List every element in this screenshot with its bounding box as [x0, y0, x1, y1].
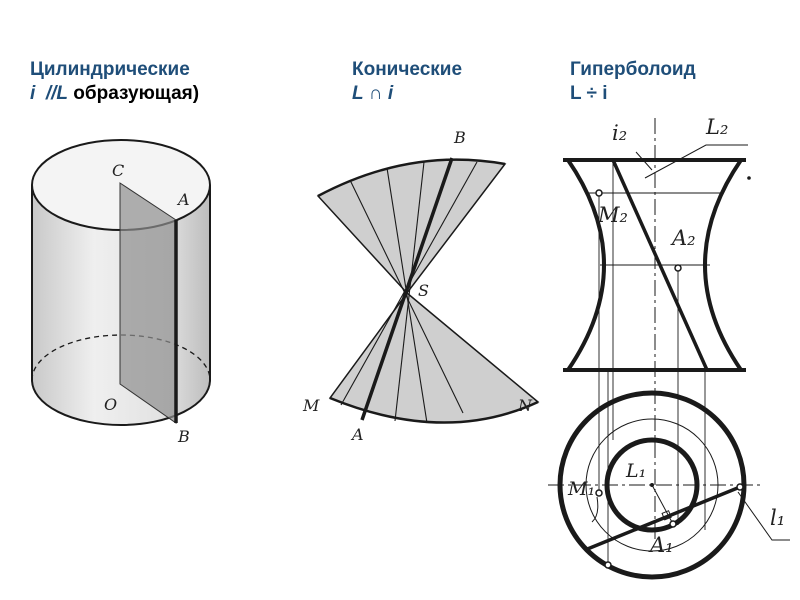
label-hyp-i2: i₂	[612, 121, 627, 145]
hyp-point-m1	[595, 489, 603, 497]
cone-rel-i: i	[387, 83, 394, 104]
hyp-leader-l1	[737, 491, 790, 541]
label-cone-s: S	[418, 281, 429, 300]
cone-rel-L: L	[352, 83, 364, 104]
cone-generatrix-ba	[360, 157, 454, 421]
cylinder-figure	[31, 139, 211, 426]
label-cone-b: B	[453, 128, 466, 147]
heading-hyperboloid-relation: L ÷ i	[570, 83, 608, 104]
cylinder-section-plane	[119, 182, 177, 424]
hyperboloid-figure	[548, 118, 790, 580]
hyp-stray-dot	[747, 176, 751, 180]
hyp-generatrix-l2	[611, 159, 709, 371]
cyl-rel-parallel: //L	[45, 83, 69, 104]
hyp-m1-arc	[591, 496, 599, 523]
hyp-leader-l2	[644, 144, 748, 179]
label-cone-n: N	[517, 396, 533, 415]
hyp-point-m2	[595, 189, 603, 197]
label-cone-m: M	[302, 396, 320, 415]
label-cone-a: A	[350, 425, 364, 444]
cone-lower-rim	[329, 396, 539, 424]
heading-conical-title: Конические	[352, 59, 463, 80]
cyl-rel-i: i	[30, 83, 36, 104]
label-hyp-l1-inner: L₁	[625, 460, 646, 482]
cone-figure	[316, 157, 540, 424]
label-hyp-a2: A₂	[670, 226, 696, 250]
label-hyp-a1: A₁	[648, 533, 674, 557]
hyp-point-center	[650, 483, 654, 487]
hyp-point-top	[736, 483, 744, 491]
label-hyp-m1: M₁	[567, 478, 595, 500]
hyp-point-a2	[674, 264, 682, 272]
label-cyl-a: A	[176, 190, 190, 209]
label-cyl-o: O	[104, 395, 117, 414]
label-hyp-l2: L₂	[705, 115, 728, 139]
hyp-point-bottom	[604, 561, 612, 569]
heading-hyperboloid-title: Гиперболоид	[570, 59, 696, 80]
cone-rel-intersect: ∩	[368, 83, 383, 104]
heading-conical-relation: L ∩ i	[352, 82, 462, 106]
label-hyp-l1: l₁	[770, 506, 785, 530]
cone-lower-nappe	[328, 291, 540, 424]
cylinder-bottom-front	[31, 379, 211, 426]
heading-conical: Конические L ∩ i	[352, 58, 462, 106]
cone-upper-rim	[317, 158, 506, 198]
hyp-generatrix-l1	[584, 485, 741, 552]
hyp-right-angle-mark	[661, 510, 672, 521]
hyp-point-a1	[669, 520, 677, 528]
cyl-rel-rest: образующая)	[73, 83, 200, 104]
label-cyl-c: C	[112, 161, 124, 180]
heading-cylindrical-title: Цилиндрические	[30, 59, 190, 80]
hyp-leader-i2	[635, 151, 653, 171]
heading-hyperboloid: Гиперболоид L ÷ i	[570, 58, 696, 106]
heading-cylindrical: Цилиндрические i //L образующая)	[30, 58, 199, 106]
label-cyl-b: B	[177, 427, 190, 446]
heading-cylindrical-relation: i //L образующая)	[30, 82, 199, 106]
label-hyp-m2: M₂	[597, 203, 628, 227]
hyp-right-profile	[703, 158, 743, 372]
cylinder-bottom-back	[31, 334, 211, 381]
